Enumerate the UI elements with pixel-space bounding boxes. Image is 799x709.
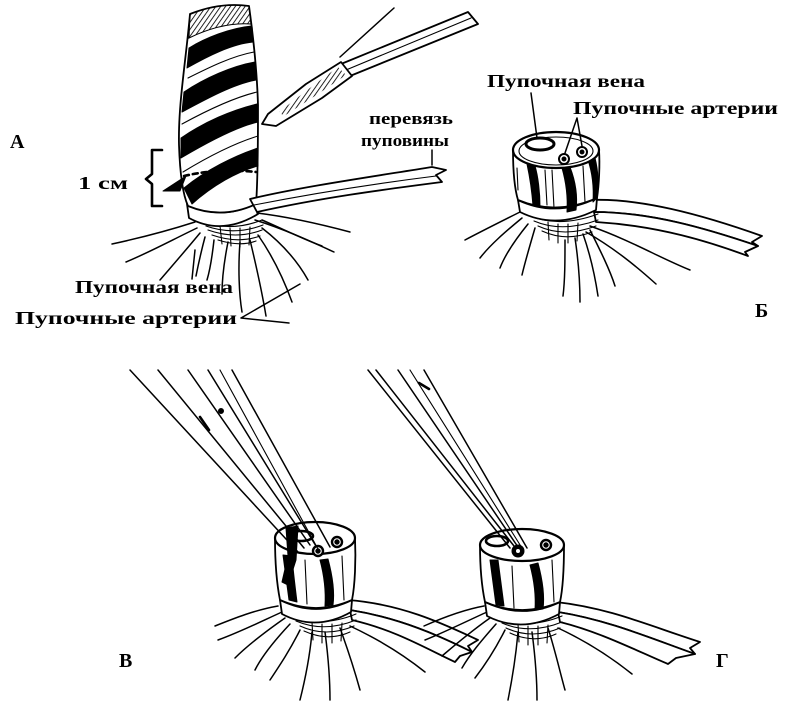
umbilical-arteries-label: Пупочные артерии	[573, 98, 778, 118]
panel-a: 1 см перевязь пуповины Пупочная вена Пуп…	[10, 5, 478, 328]
cord-tie	[586, 200, 762, 284]
panel-a-letter: А	[10, 131, 25, 153]
scale-bracket	[146, 150, 162, 206]
cord-tie	[250, 167, 446, 252]
panel-d: Г	[368, 370, 729, 700]
panel-c-letter: В	[119, 650, 132, 672]
cord-stump	[513, 132, 599, 212]
skin-folds	[112, 220, 322, 316]
cord-tie-label-line2: пуповины	[361, 131, 449, 150]
catheter-and-forceps	[368, 370, 527, 548]
umbilical-cord	[179, 5, 258, 213]
panel-c: В	[119, 370, 478, 700]
umbilical-vein-opening	[526, 138, 554, 150]
panel-b: Пупочная вена Пупочные артерии Б	[465, 71, 778, 322]
umbilical-vein-label: Пупочная вена	[75, 277, 233, 297]
umbilical-vein-label: Пупочная вена	[487, 71, 645, 91]
skin-folds	[465, 212, 615, 302]
vein-leader-line	[531, 93, 537, 138]
vein-leader-line	[192, 250, 195, 279]
arteries-leader-lines	[241, 284, 300, 323]
umbilical-arteries-label: Пупочные артерии	[15, 308, 237, 328]
cord-tie-label-line1: перевязь	[369, 109, 453, 128]
depth-mark-dot	[219, 409, 224, 414]
cord-stump	[480, 529, 564, 610]
cord-tie	[348, 600, 478, 672]
panel-d-letter: Г	[716, 650, 729, 672]
panel-b-letter: Б	[755, 300, 768, 322]
scale-label: 1 см	[78, 173, 128, 193]
cord-tie	[556, 602, 700, 674]
